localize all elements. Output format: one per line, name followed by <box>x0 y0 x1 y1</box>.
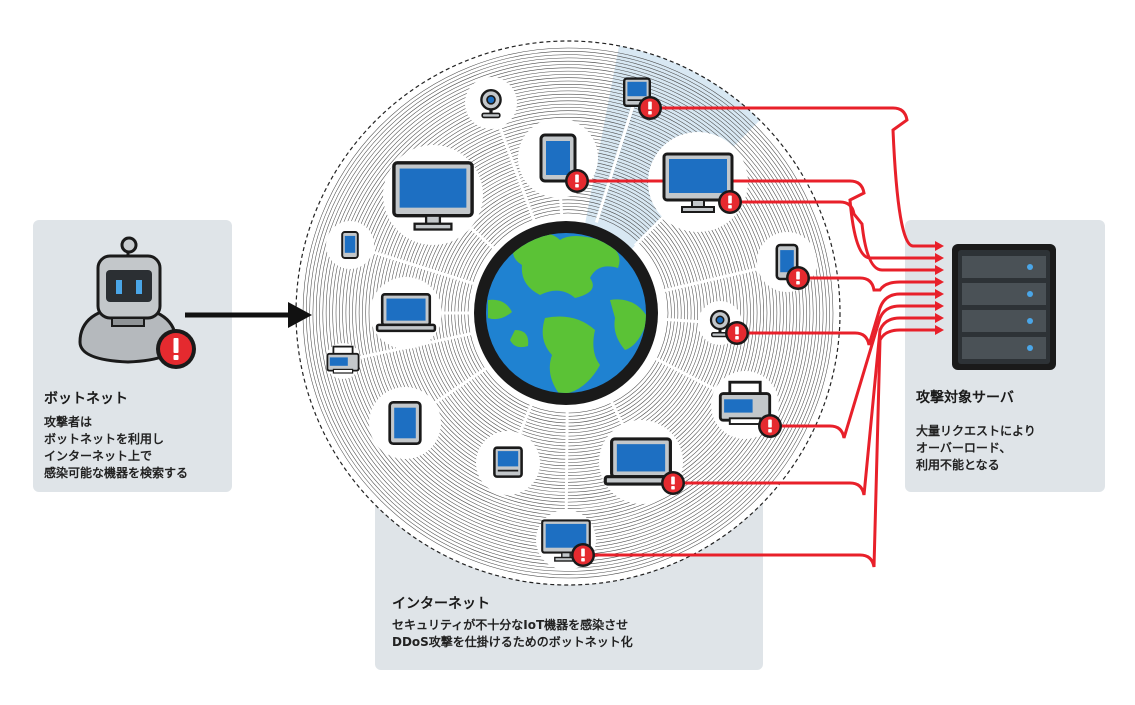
target-title: 攻撃対象サーバ <box>916 390 1014 406</box>
robot-icon <box>78 236 178 364</box>
printer-attack-line <box>780 304 935 439</box>
botnet-arrow <box>185 302 312 328</box>
botnet-description: 攻撃者は ボットネットを利用し インターネット上で 感染可能な機器を検索する <box>44 414 188 482</box>
webcam-right-alert-icon <box>725 321 749 345</box>
laptop-bottom-right-alert-icon <box>661 471 685 495</box>
printer-icon <box>718 380 772 425</box>
desktop-mini-top-alert-icon <box>638 96 662 120</box>
desktop-mini-bottom-icon <box>493 446 523 478</box>
printer-alert-icon <box>758 414 782 438</box>
tablet-left-icon <box>388 400 422 446</box>
laptop-bottom-right-attack-arrowhead <box>935 313 944 323</box>
desktop-monitor-right-icon <box>662 152 734 213</box>
globe-icon <box>474 221 658 405</box>
printer-small-left-icon <box>326 345 360 374</box>
smartphone-right-attack-arrowhead <box>935 277 944 287</box>
botnet-line-3: インターネット上で <box>44 449 153 463</box>
botnet-title: ボットネット <box>44 391 128 407</box>
internet-title: インターネット <box>392 596 490 612</box>
target-line-3: 利用不能となる <box>916 458 1000 472</box>
server-icon <box>952 244 1056 370</box>
webcam-top-icon <box>480 88 502 119</box>
smartphone-small-left-icon <box>341 231 359 259</box>
desktop-mini-top-attack-arrowhead <box>935 241 944 251</box>
tablet-attack-arrowhead <box>935 253 944 263</box>
desktop-monitor-right-attack-line <box>740 200 935 272</box>
desktop-monitor-bottom-alert-icon <box>571 543 595 567</box>
smartphone-right-alert-icon <box>786 266 810 290</box>
tablet-icon <box>539 133 577 183</box>
target-line-1: 大量リクエストにより <box>916 424 1036 438</box>
smartphone-right-attack-line <box>808 276 935 292</box>
internet-description: セキュリティが不十分なIoT機器を感染させ DDoS攻撃を仕掛けるためのボットネ… <box>392 617 633 651</box>
internet-line-1: セキュリティが不十分なIoT機器を感染させ <box>392 618 629 632</box>
target-line-2: オーバーロード、 <box>916 441 1012 455</box>
tablet-alert-icon <box>565 169 589 193</box>
webcam-right-attack-arrowhead <box>935 289 944 299</box>
internet-line-2: DDoS攻撃を仕掛けるためのボットネット化 <box>392 635 633 649</box>
robot-alert-icon <box>156 329 196 369</box>
desktop-monitor-right-attack-arrowhead <box>935 265 944 275</box>
botnet-line-4: 感染可能な機器を検索する <box>44 466 189 480</box>
tablet-attack-line <box>587 179 935 260</box>
desktop-monitor-large-icon <box>392 161 474 231</box>
desktop-monitor-bottom-attack-line <box>593 328 935 568</box>
webcam-right-attack-line <box>747 292 935 346</box>
desktop-monitor-right-alert-icon <box>718 190 742 214</box>
laptop-bottom-right-icon <box>603 437 679 486</box>
desktop-mini-top-attack-line <box>660 106 935 248</box>
webcam-right-icon <box>709 309 731 338</box>
laptop-left-icon <box>375 293 437 333</box>
botnet-line-2: ボットネットを利用し <box>44 432 165 446</box>
desktop-monitor-bottom-attack-arrowhead <box>935 325 944 335</box>
printer-attack-arrowhead <box>935 301 944 311</box>
attack-lines <box>587 106 944 568</box>
laptop-bottom-right-attack-line <box>683 316 935 496</box>
target-description: 大量リクエストにより オーバーロード、 利用不能となる <box>916 423 1036 474</box>
botnet-line-1: 攻撃者は <box>44 415 93 429</box>
